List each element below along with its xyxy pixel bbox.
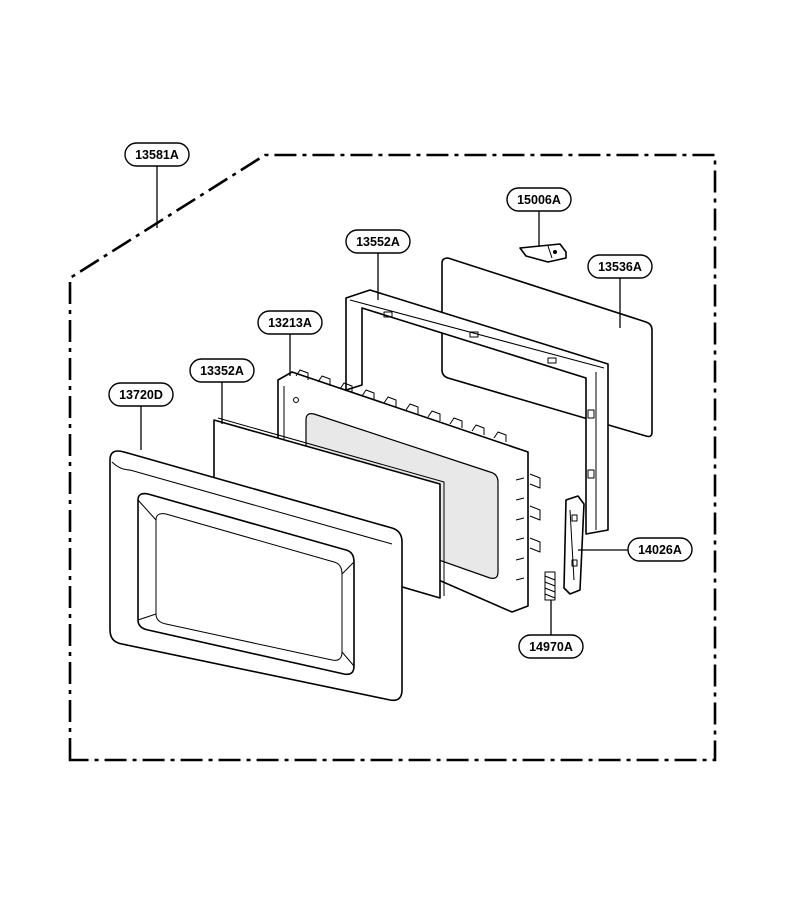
callout-13552a: 13552A <box>345 229 411 254</box>
callout-label: 13720D <box>119 388 163 402</box>
callout-label: 13536A <box>598 260 642 274</box>
part-14026a-latch-arm <box>563 495 585 595</box>
callout-13720d: 13720D <box>108 382 174 407</box>
callout-14026a: 14026A <box>627 537 693 562</box>
callout-label: 13581A <box>135 148 179 162</box>
callout-15006a: 15006A <box>506 187 572 212</box>
part-13552a-frame <box>345 289 609 535</box>
callout-13581a: 13581A <box>124 142 190 167</box>
leader-lines <box>140 166 628 635</box>
callout-label: 13213A <box>268 316 312 330</box>
callout-label: 13352A <box>200 364 244 378</box>
callout-14970a: 14970A <box>518 634 584 659</box>
part-13720d-door-frame <box>109 450 403 702</box>
assembly-boundary <box>68 153 717 762</box>
callout-label: 13552A <box>356 235 400 249</box>
callout-13213a: 13213A <box>257 310 323 335</box>
callout-label: 14026A <box>638 543 682 557</box>
callout-label: 14970A <box>529 640 573 654</box>
callout-label: 15006A <box>517 193 561 207</box>
part-14970a-spring <box>544 571 556 601</box>
callout-13352a: 13352A <box>189 358 255 383</box>
part-15006a-latch <box>519 243 567 263</box>
callout-13536a: 13536A <box>587 254 653 279</box>
